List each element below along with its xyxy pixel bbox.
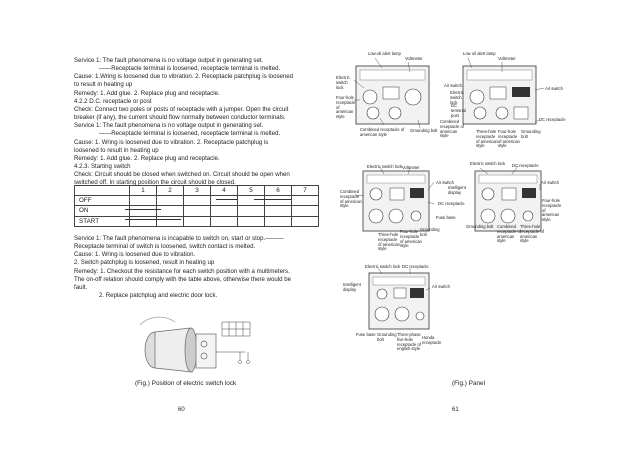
table-header xyxy=(74,184,130,197)
label: Fuse base xyxy=(436,215,456,220)
page-number-right: 61 xyxy=(452,407,459,413)
label: Combined receptacle of american style xyxy=(340,189,362,209)
table-header: 1 xyxy=(129,184,157,197)
label: Fuse base xyxy=(356,332,376,337)
label: Air switch xyxy=(541,180,559,185)
table-row: START xyxy=(74,215,319,227)
text-line: The on-off relation should comply with t… xyxy=(74,275,292,283)
switch-state-table: 1 2 3 4 5 6 7 OFF ON START xyxy=(74,184,319,227)
panel-diagram-1 xyxy=(355,65,430,125)
text-line: Service 1: The fault phenomena is no vol… xyxy=(74,122,264,130)
table-row: ON xyxy=(74,205,319,217)
connection-line xyxy=(216,199,238,200)
label: DC receptacle xyxy=(402,264,429,269)
label: Grounding bolt xyxy=(410,128,438,133)
label: Grounding bolt xyxy=(377,332,397,342)
label: Intelligent display xyxy=(343,282,361,292)
label: Air switch xyxy=(444,83,462,88)
label: DC terminal post xyxy=(451,103,466,118)
leader-lines xyxy=(353,57,545,291)
text-line: Remedy: 1. Add glue. 2. Replace plug and… xyxy=(74,154,220,162)
text-line: ——Receptacle terminal is loosened, recep… xyxy=(99,65,281,73)
label: Three-phase five-hole receptacle of engl… xyxy=(397,332,421,352)
table-cell: OFF xyxy=(74,195,130,207)
connection-line xyxy=(125,219,181,220)
text-line: 4.2.2 D.C. receptacle or post xyxy=(74,97,152,105)
table-header: 2 xyxy=(156,184,184,197)
label: Four-hole receptacle of american style xyxy=(336,95,356,120)
text-line: Check: Circuit should be closed when swi… xyxy=(74,171,290,179)
table-header: 6 xyxy=(264,184,292,197)
table-header: 4 xyxy=(210,184,238,197)
figure-caption-right: (Fig.) Panel xyxy=(452,380,486,387)
table-row: OFF xyxy=(74,195,319,207)
label: Honda receptacle xyxy=(422,335,442,345)
label: Low oil alert lamp xyxy=(463,51,496,56)
text-line: Service 1: The fault phenomena is incapa… xyxy=(74,235,284,242)
text-line: ——Receptacle terminal is loosened, recep… xyxy=(99,130,281,138)
text-line: fault. xyxy=(74,283,88,291)
text-line: Receptacle terminal of switch is loosene… xyxy=(74,243,256,251)
switch-lock-illustration xyxy=(130,310,255,380)
text-line: breaker (if any), the current should flo… xyxy=(74,114,286,122)
label: Electric switch lock xyxy=(367,164,403,169)
label: Air switch xyxy=(436,180,454,185)
panel-diagram-4 xyxy=(474,170,542,232)
label: Air switch xyxy=(432,284,450,289)
text-line: to result in heating up xyxy=(74,81,133,89)
label: Three-hole receptacle of american style xyxy=(378,232,400,252)
left-page-text-2: Service 1: The fault phenomena is incapa… xyxy=(74,235,326,300)
label: Three-hole receptacle of american style xyxy=(476,129,498,149)
text-line: 2. Switch patchplug is loosened, result … xyxy=(74,259,215,267)
label: DC receptacle xyxy=(512,163,539,168)
label: Combined receptacle of american style xyxy=(360,127,405,137)
text-line: loosened to result in heating up xyxy=(74,146,159,154)
table-cell: START xyxy=(74,215,130,227)
text-line: Service 1: The fault phenomena is no vol… xyxy=(74,57,264,64)
label: Electric switch lock xyxy=(470,161,506,166)
table-header: 7 xyxy=(291,184,319,197)
text-line: Check: Connect two poles or posts of rec… xyxy=(74,105,289,113)
label: Voltmeter xyxy=(498,56,516,61)
connection-line xyxy=(254,199,292,200)
figure-caption-left: (Fig.) Position of electric switch lock xyxy=(135,380,237,387)
text-line: 2. Replace patchplug and electric door l… xyxy=(99,292,218,300)
label: Four-hole receptacle of american style xyxy=(498,129,520,149)
text-line: Remedy: 1. Add glue. 2. Replace plug and… xyxy=(74,89,220,97)
connection-line xyxy=(125,209,161,210)
label: Grounding bolt xyxy=(521,129,541,139)
page-number-left: 60 xyxy=(178,407,185,413)
label: Combined receptacle of american style xyxy=(497,224,521,244)
label: Voltmeter xyxy=(402,165,420,170)
label: Low-oil alert lamp xyxy=(368,51,401,56)
table-header: 5 xyxy=(237,184,265,197)
label: Air switch xyxy=(545,86,563,91)
panel-diagram-2 xyxy=(462,65,537,125)
label: DC receptacle xyxy=(539,117,566,122)
text-line: switched off. In starting position the c… xyxy=(74,179,236,187)
label: Four-hole receptacle of american style xyxy=(400,229,422,249)
label: Three-hole receptacle of american style xyxy=(520,224,544,244)
left-page: Service 1: The fault phenomena is no vol… xyxy=(74,57,326,188)
text-line: Cause: 1. Wring is loosened due to vibra… xyxy=(74,251,196,259)
label: Intelligent display xyxy=(448,185,466,195)
label: Grounding bolt xyxy=(466,224,494,229)
label: Grounding bolt xyxy=(420,227,440,237)
label: Electric switch lock xyxy=(336,75,350,90)
text-line: Remedy: 1. Checkout the resistance for e… xyxy=(74,267,290,275)
label: Four-hole receptacle of american style xyxy=(542,198,562,223)
panel-diagram-5 xyxy=(368,272,430,330)
label: Electric switch lock xyxy=(450,90,464,105)
table-header: 3 xyxy=(183,184,211,197)
text-line: 4.2.3. Starting switch xyxy=(74,163,131,171)
text-line: Cause: 1. Wring is loosened due to vibra… xyxy=(74,138,269,146)
table-cell: ON xyxy=(74,205,130,217)
text-line: Cause: 1.Wring is loosened due to vibrat… xyxy=(74,73,294,81)
label: Voltmeter xyxy=(405,56,423,61)
panel-diagram-3 xyxy=(362,170,430,232)
label: DC receptacle xyxy=(438,201,465,206)
label: Combined receptacle of american style xyxy=(440,119,464,139)
label: Electric switch lock xyxy=(365,264,401,269)
